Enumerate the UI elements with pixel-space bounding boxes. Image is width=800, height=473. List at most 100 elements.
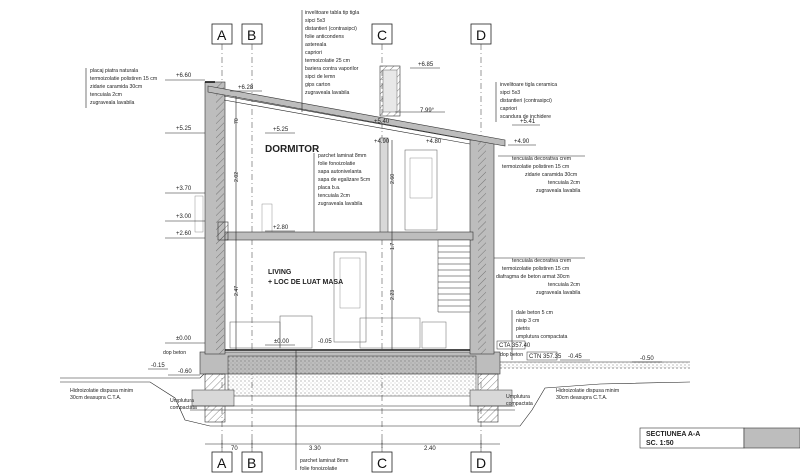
level-mark: +5.25 xyxy=(176,126,192,132)
note-line: invelitoare tabla tip tigla xyxy=(305,10,359,16)
axis-markers-top: A B C D xyxy=(211,23,492,45)
note-line: tencuiala 2cm xyxy=(548,282,580,288)
axis-label: C xyxy=(377,455,387,471)
note-line: invelitoare tigla ceramica xyxy=(500,82,557,88)
title-block: SECTIUNEA A-A SC. 1:50 xyxy=(639,427,800,449)
note-line: termoizolatie polistiren 15 cm xyxy=(502,266,569,272)
note-line: tencuiala 2cm xyxy=(318,193,350,199)
level-mark: +3.70 xyxy=(176,186,192,192)
levels-inner: +6.28 +5.25 +2.80 ±0.00 -0.05 xyxy=(230,85,332,346)
levels-right: CTA 357.40 dop beton CTN 357.35 -0.45 -0… xyxy=(496,340,662,363)
note-line: capriori xyxy=(305,50,322,56)
note-floor-ground: parchet laminat 8mm folie fonoizolatie xyxy=(295,350,348,472)
note-line: zugraveala lavabila xyxy=(318,201,363,207)
level-mark: CTA 357.40 xyxy=(499,343,531,349)
section-title: SECTIUNEA A-A xyxy=(646,431,700,438)
note-line: sapa autonivelanta xyxy=(318,169,362,175)
dim-text: 2.23 xyxy=(390,290,396,300)
dim-text: 2.40 xyxy=(424,446,436,452)
dim-text: 2.47 xyxy=(234,286,240,296)
note-line: zugraveala lavabila xyxy=(90,100,135,106)
note-line: tencuiala 2cm xyxy=(548,180,580,186)
dim-text: 2.60 xyxy=(390,174,396,184)
level-mark: +5.40 xyxy=(374,119,390,125)
note-line: distantieri (contrasipci) xyxy=(500,98,552,104)
dim-text: 70 xyxy=(234,118,240,124)
note-line: zugraveala lavabila xyxy=(536,290,581,296)
foundation xyxy=(190,351,515,423)
note-line: placaj piatra naturala xyxy=(90,68,138,74)
note-terrace: dale beton 5 cm nisip 3 cm pietris umplu… xyxy=(511,310,567,360)
dim-vertical: 2.02 2.47 70 2.60 2.23 1.7 xyxy=(234,96,396,350)
note-line: umplutura compactata xyxy=(516,334,567,340)
note-foundation: Hidroizolatie dispusa minim 30cm deasupr… xyxy=(70,388,619,411)
level-mark: -0.15 xyxy=(151,363,165,369)
note-line: sipci 5x3 xyxy=(500,90,520,96)
level-mark: -0.60 xyxy=(178,369,192,375)
note-line: diafragma de beton armat 30cm xyxy=(496,274,570,280)
level-mark: -0.45 xyxy=(568,354,582,360)
note-line: sipci de lemn xyxy=(305,74,335,80)
axis-label: B xyxy=(247,455,256,471)
axis-markers-bottom: A B C D xyxy=(211,451,492,473)
level-mark: +3.00 xyxy=(176,214,192,220)
roof-slope: 7.99° xyxy=(420,108,435,114)
axis-label: C xyxy=(377,27,387,43)
note-line: termoizolatie 25 cm xyxy=(305,58,350,64)
level-mark: +4.90 xyxy=(374,139,390,145)
note-line: 30cm deasupra C.T.A. xyxy=(70,395,121,401)
dim-text: 1.7 xyxy=(390,243,396,250)
note-line: termoizolatie polistiren 15 cm xyxy=(502,164,569,170)
levels-center: +6.85 +5.40 +4.90 +4.80 +5.41 +4.90 xyxy=(374,62,540,146)
note-line: sapa de egalizare 5cm xyxy=(318,177,370,183)
note-line: sipci 5x3 xyxy=(305,18,325,24)
note-line: tencuiala decorativa crem xyxy=(512,258,571,264)
note-wall-left: placaj piatra naturala termoizolatie pol… xyxy=(85,68,157,108)
note-line: placa b.a. xyxy=(318,185,341,191)
note-line: zugraveala lavabila xyxy=(305,90,350,96)
note-line: folie anticondens xyxy=(305,34,344,40)
note-line: zugraveala lavabila xyxy=(536,188,581,194)
note-roof-right: invelitoare tigla ceramica sipci 5x3 dis… xyxy=(495,82,557,122)
note-floor-upper: parchet laminat 8mm folie fonoizolatie s… xyxy=(313,153,370,232)
note-line: capriori xyxy=(500,106,517,112)
furniture xyxy=(194,149,447,349)
level-mark: +6.85 xyxy=(418,62,434,68)
note-line: folie fonoizolatie xyxy=(300,466,337,472)
note-line: tencuiala 2cm xyxy=(90,92,122,98)
level-mark: +4.80 xyxy=(426,139,442,145)
axis-label: B xyxy=(247,27,256,43)
note-line: tencuiala decorativa crem xyxy=(512,156,571,162)
note-line: compactata xyxy=(506,401,533,407)
room-label-living: LIVING xyxy=(268,269,292,276)
note-line: folie fonoizolatie xyxy=(318,161,355,167)
level-mark: +4.90 xyxy=(514,139,530,145)
note-wall-right-2: tencuiala decorativa crem termoizolatie … xyxy=(494,257,585,296)
note-line: Hidroizolatie dispusa minim xyxy=(70,388,133,394)
note-line: Umplutura xyxy=(170,398,194,404)
note-line: 30cm deasupra C.T.A. xyxy=(556,395,607,401)
note-line: parchet laminat 8mm xyxy=(300,458,348,464)
axis-label: A xyxy=(217,27,227,43)
level-mark: ±0.00 xyxy=(274,339,290,345)
note-line: distantieri (contrasipci) xyxy=(305,26,357,32)
small-label: dop beton xyxy=(500,352,523,358)
note-line: bariera contra vaporilor xyxy=(305,66,359,72)
dim-bottom: 70 3.30 2.40 xyxy=(205,440,500,452)
axis-label: A xyxy=(217,455,227,471)
level-mark: +6.60 xyxy=(176,73,192,79)
level-mark: CTN 357.35 xyxy=(529,354,562,360)
small-label: dop beton xyxy=(163,350,186,356)
note-line: parchet laminat 8mm xyxy=(318,153,366,159)
levels-left: +6.60 +5.25 +3.70 +3.00 +2.60 ±0.00 dop … xyxy=(148,73,205,376)
note-line: scandura de inchidere xyxy=(500,114,551,120)
level-mark: +2.80 xyxy=(273,225,289,231)
axis-label: D xyxy=(476,455,486,471)
note-line: pietris xyxy=(516,326,530,332)
note-line: compactata xyxy=(170,405,197,411)
walls xyxy=(204,81,495,355)
note-line: gips carton xyxy=(305,82,330,88)
note-roof: invelitoare tabla tip tigla sipci 5x3 di… xyxy=(301,10,359,112)
stairs xyxy=(437,239,471,313)
